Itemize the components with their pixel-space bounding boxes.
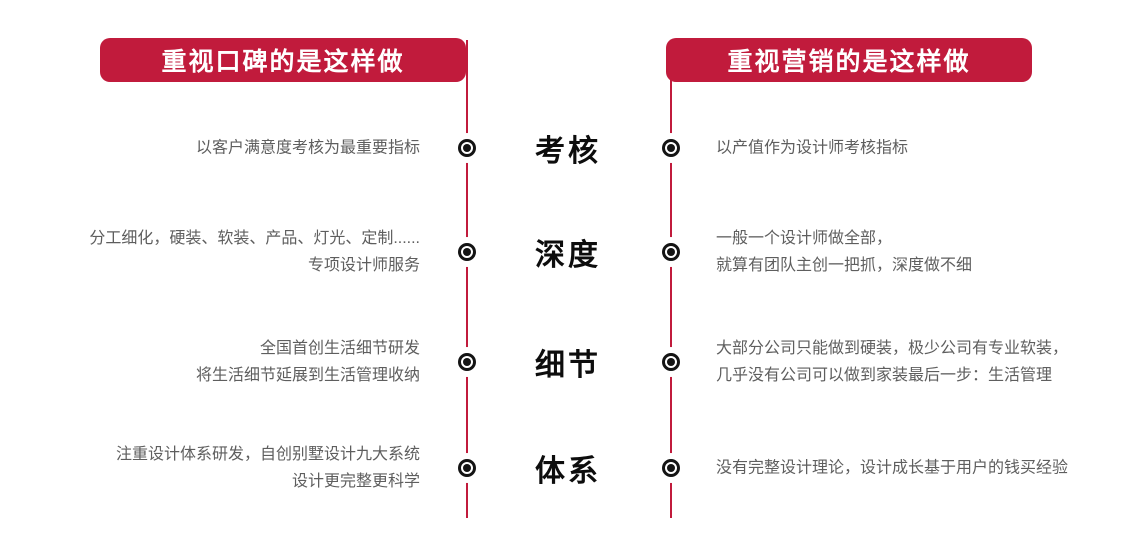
category-label-system: 体系 — [535, 455, 601, 488]
marketing-point-system: 没有完整设计理论，设计成长基于用户的钱买经验 — [716, 455, 1116, 482]
text-line: 专项设计师服务 — [307, 257, 420, 274]
timeline-line-right — [670, 40, 672, 518]
header-marketing-label: 重视营销的是这样做 — [727, 48, 971, 76]
category-label-assessment: 考核 — [535, 135, 601, 168]
reputation-point-system: 注重设计体系研发，自创别墅设计九大系统 设计更完整更科学 — [20, 441, 420, 495]
bullseye-icon — [662, 243, 680, 261]
marketing-point-assessment: 以产值作为设计师考核指标 — [716, 135, 1116, 162]
text-line: 注重设计体系研发，自创别墅设计九大系统 — [115, 446, 420, 463]
text-line: 全国首创生活细节研发 — [259, 340, 420, 357]
text-line: 将生活细节延展到生活管理收纳 — [195, 367, 420, 384]
text-line: 大部分公司只能做到硬装，极少公司有专业软装， — [716, 340, 1069, 357]
bullseye-icon — [458, 459, 476, 477]
text-line: 没有完整设计理论，设计成长基于用户的钱买经验 — [716, 459, 1069, 477]
header-reputation: 重视口碑的是这样做 — [100, 38, 466, 82]
text-line: 几乎没有公司可以做到家装最后一步：生活管理 — [716, 367, 1053, 384]
text-line: 以产值作为设计师考核指标 — [716, 139, 909, 157]
bullseye-icon — [662, 459, 680, 477]
reputation-point-assessment: 以客户满意度考核为最重要指标 — [20, 135, 420, 162]
bullseye-icon — [662, 353, 680, 371]
bullseye-icon — [458, 243, 476, 261]
bullseye-icon — [458, 139, 476, 157]
marketing-point-depth: 一般一个设计师做全部， 就算有团队主创一把抓，深度做不细 — [716, 225, 1116, 279]
category-label-depth: 深度 — [535, 239, 601, 272]
text-line: 设计更完整更科学 — [291, 473, 420, 490]
text-line: 以客户满意度考核为最重要指标 — [195, 139, 420, 157]
text-line: 分工细化，硬装、软装、产品、灯光、定制...... — [89, 230, 420, 247]
marketing-point-detail: 大部分公司只能做到硬装，极少公司有专业软装， 几乎没有公司可以做到家装最后一步：… — [716, 335, 1116, 389]
bullseye-icon — [662, 139, 680, 157]
timeline-line-left — [466, 40, 468, 518]
bullseye-icon — [458, 353, 476, 371]
text-line: 一般一个设计师做全部， — [716, 230, 893, 247]
category-label-detail: 细节 — [535, 349, 601, 382]
header-reputation-label: 重视口碑的是这样做 — [161, 48, 405, 76]
header-marketing: 重视营销的是这样做 — [666, 38, 1032, 82]
text-line: 就算有团队主创一把抓，深度做不细 — [716, 257, 973, 274]
reputation-point-depth: 分工细化，硬装、软装、产品、灯光、定制...... 专项设计师服务 — [20, 225, 420, 279]
reputation-point-detail: 全国首创生活细节研发 将生活细节延展到生活管理收纳 — [20, 335, 420, 389]
